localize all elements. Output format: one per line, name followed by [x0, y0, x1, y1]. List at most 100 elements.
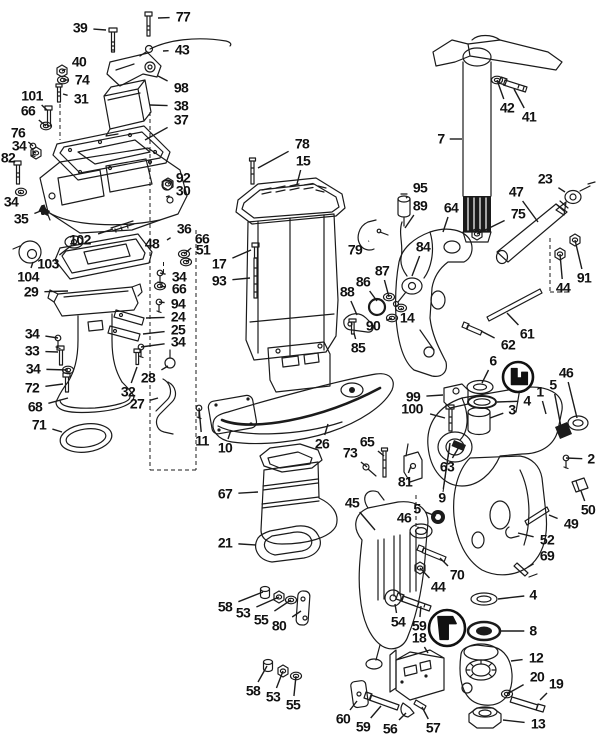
- leader-line: [451, 446, 460, 459]
- cover-plate-10: [207, 394, 258, 435]
- bolt-77: [144, 11, 153, 37]
- bolt-72: [62, 372, 71, 393]
- shift-arm-88: [343, 313, 374, 333]
- leader-line: [166, 237, 171, 241]
- leader-line: [426, 394, 444, 397]
- mount-housing-12: [459, 643, 513, 706]
- seal-8: [466, 620, 502, 642]
- leader-line: [407, 465, 412, 474]
- leader-line: [539, 692, 548, 701]
- leader-line: [45, 383, 64, 387]
- leader-line: [421, 706, 429, 720]
- seal-71: [59, 423, 113, 453]
- leader-line: [489, 412, 504, 419]
- leader-line: [293, 675, 297, 697]
- leader-line: [359, 511, 376, 531]
- plate-60: [350, 680, 369, 709]
- leader-line: [30, 261, 34, 269]
- leader-line: [442, 216, 449, 233]
- gasket-37: [52, 125, 171, 181]
- rod-61: [486, 288, 543, 322]
- leader-line: [497, 595, 525, 600]
- rod-49: [524, 506, 550, 526]
- leader-line: [274, 599, 292, 612]
- leader-line: [369, 290, 378, 302]
- leader-line: [48, 397, 69, 405]
- leader-line: [296, 169, 302, 185]
- leader-line: [256, 596, 280, 608]
- stern-bracket-starboard: [453, 455, 548, 576]
- leader-line: [442, 442, 451, 490]
- leader-line: [429, 413, 446, 419]
- leader-line: [161, 365, 169, 371]
- leader-line: [257, 150, 289, 169]
- leader-line: [142, 330, 165, 335]
- leader-line: [405, 196, 408, 199]
- screw-glyph: [195, 404, 203, 420]
- leader-line: [558, 187, 566, 193]
- leader-line: [502, 719, 525, 724]
- leader-line: [275, 670, 284, 689]
- bolt-33: [56, 345, 65, 366]
- leader-line: [44, 290, 69, 293]
- leader-lines: [19, 16, 586, 724]
- leader-line: [377, 450, 385, 457]
- link-lever-84-89: [392, 221, 423, 308]
- clamp-bracket-45: [355, 490, 429, 670]
- pin-63: [451, 440, 466, 451]
- stud-31: [55, 83, 63, 103]
- screw-73: [362, 463, 377, 477]
- leader-line: [580, 490, 586, 502]
- leader-line: [157, 75, 168, 82]
- leader-line: [19, 191, 22, 194]
- leader-line: [496, 400, 519, 403]
- washer-103: [64, 235, 84, 249]
- pin-glyph: [40, 204, 46, 216]
- leader-line: [52, 428, 63, 433]
- washer-6: [466, 379, 494, 395]
- leader-line: [41, 104, 48, 111]
- leader-line: [353, 332, 357, 340]
- leader-line: [93, 28, 107, 31]
- stud-65: [380, 447, 389, 478]
- bolt-59-lower: [363, 691, 400, 711]
- leader-line: [383, 279, 390, 298]
- leader-line: [439, 557, 449, 567]
- leader-line: [411, 255, 421, 277]
- fitting-95: [397, 193, 411, 227]
- leader-line: [291, 610, 302, 618]
- wire-bracket-79: [357, 219, 389, 251]
- leader-line: [527, 563, 534, 568]
- bolt-41: [498, 76, 528, 93]
- leader-line: [46, 368, 69, 371]
- steering-arm-7: [432, 34, 563, 243]
- bolt-82: [13, 160, 22, 185]
- pin-57: [413, 699, 427, 711]
- leader-line: [419, 605, 422, 618]
- leader-line: [130, 366, 138, 384]
- leader-line: [257, 665, 268, 683]
- leader-line: [506, 312, 519, 326]
- leader-line: [165, 195, 170, 198]
- leader-line: [480, 330, 495, 339]
- screw-glyph: [156, 269, 164, 285]
- leader-line: [350, 300, 358, 316]
- leader-line: [150, 397, 159, 401]
- leader-line: [400, 307, 403, 310]
- leader-line: [149, 104, 168, 107]
- seal-21: [255, 525, 321, 563]
- leader-line: [559, 253, 563, 280]
- upper-housing-29-68: [47, 283, 143, 414]
- leader-line: [510, 658, 523, 662]
- nut-13: [468, 706, 502, 729]
- leader-line: [404, 214, 415, 229]
- swivel-bracket-64: [395, 228, 473, 377]
- leader-line: [232, 277, 251, 281]
- leader-line: [238, 591, 264, 603]
- leader-line: [232, 249, 252, 259]
- bolt-62: [461, 321, 483, 336]
- leader-line: [349, 700, 358, 711]
- leader-line: [425, 511, 437, 517]
- leader-line: [227, 429, 232, 440]
